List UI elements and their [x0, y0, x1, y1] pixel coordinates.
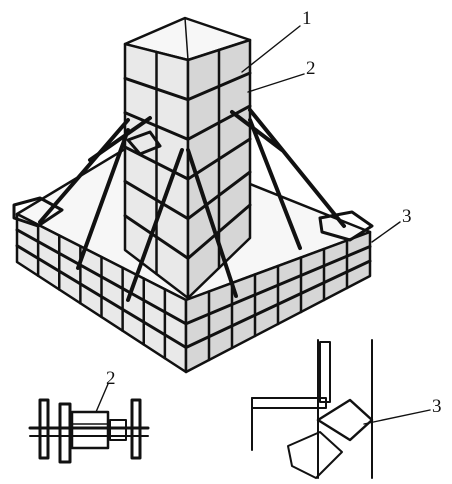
detail-2-leader [95, 383, 109, 413]
column-inner-edge [184, 17, 189, 61]
diagonal-brace [248, 108, 346, 228]
corner-clamps [12, 130, 374, 242]
right-corner-clamp [318, 210, 374, 242]
horizontal-wale [251, 397, 327, 409]
diagonal-brace [126, 148, 184, 302]
corner-bracket [316, 398, 374, 442]
leader-3 [371, 221, 401, 243]
diagonal-brace [248, 118, 302, 250]
diagonal-brace [230, 110, 284, 152]
hex-nut [109, 419, 127, 441]
clamp-block [70, 410, 110, 450]
inner-washer [58, 402, 72, 464]
bracket-clamp [287, 431, 343, 479]
detail-3-leader [363, 409, 431, 425]
diagonal-brace [76, 128, 130, 270]
back-corner-clamp [126, 130, 162, 156]
column-panel-grid [123, 48, 252, 276]
detail-tie-bolt: 2 [28, 368, 150, 464]
diagonal-brace [88, 116, 152, 162]
callout-1: 1 [302, 8, 312, 29]
column-formwork [123, 16, 252, 300]
right-plate [130, 398, 142, 460]
callout-2: 2 [306, 58, 316, 79]
leader-2 [247, 73, 305, 93]
main-callouts: 1 2 3 [241, 8, 412, 243]
callout-3: 3 [402, 206, 412, 227]
left-plate [38, 398, 50, 460]
detail-2-callout: 2 [106, 368, 116, 389]
base-formwork [15, 138, 372, 374]
diagonal-brace [186, 148, 238, 298]
left-corner-clamp [12, 196, 64, 228]
detail-3-callout: 3 [432, 396, 442, 417]
leader-1 [241, 25, 301, 73]
detail-corner-joint: 3 [251, 339, 442, 479]
vertical-stud [319, 341, 331, 403]
base-studs [36, 223, 349, 362]
